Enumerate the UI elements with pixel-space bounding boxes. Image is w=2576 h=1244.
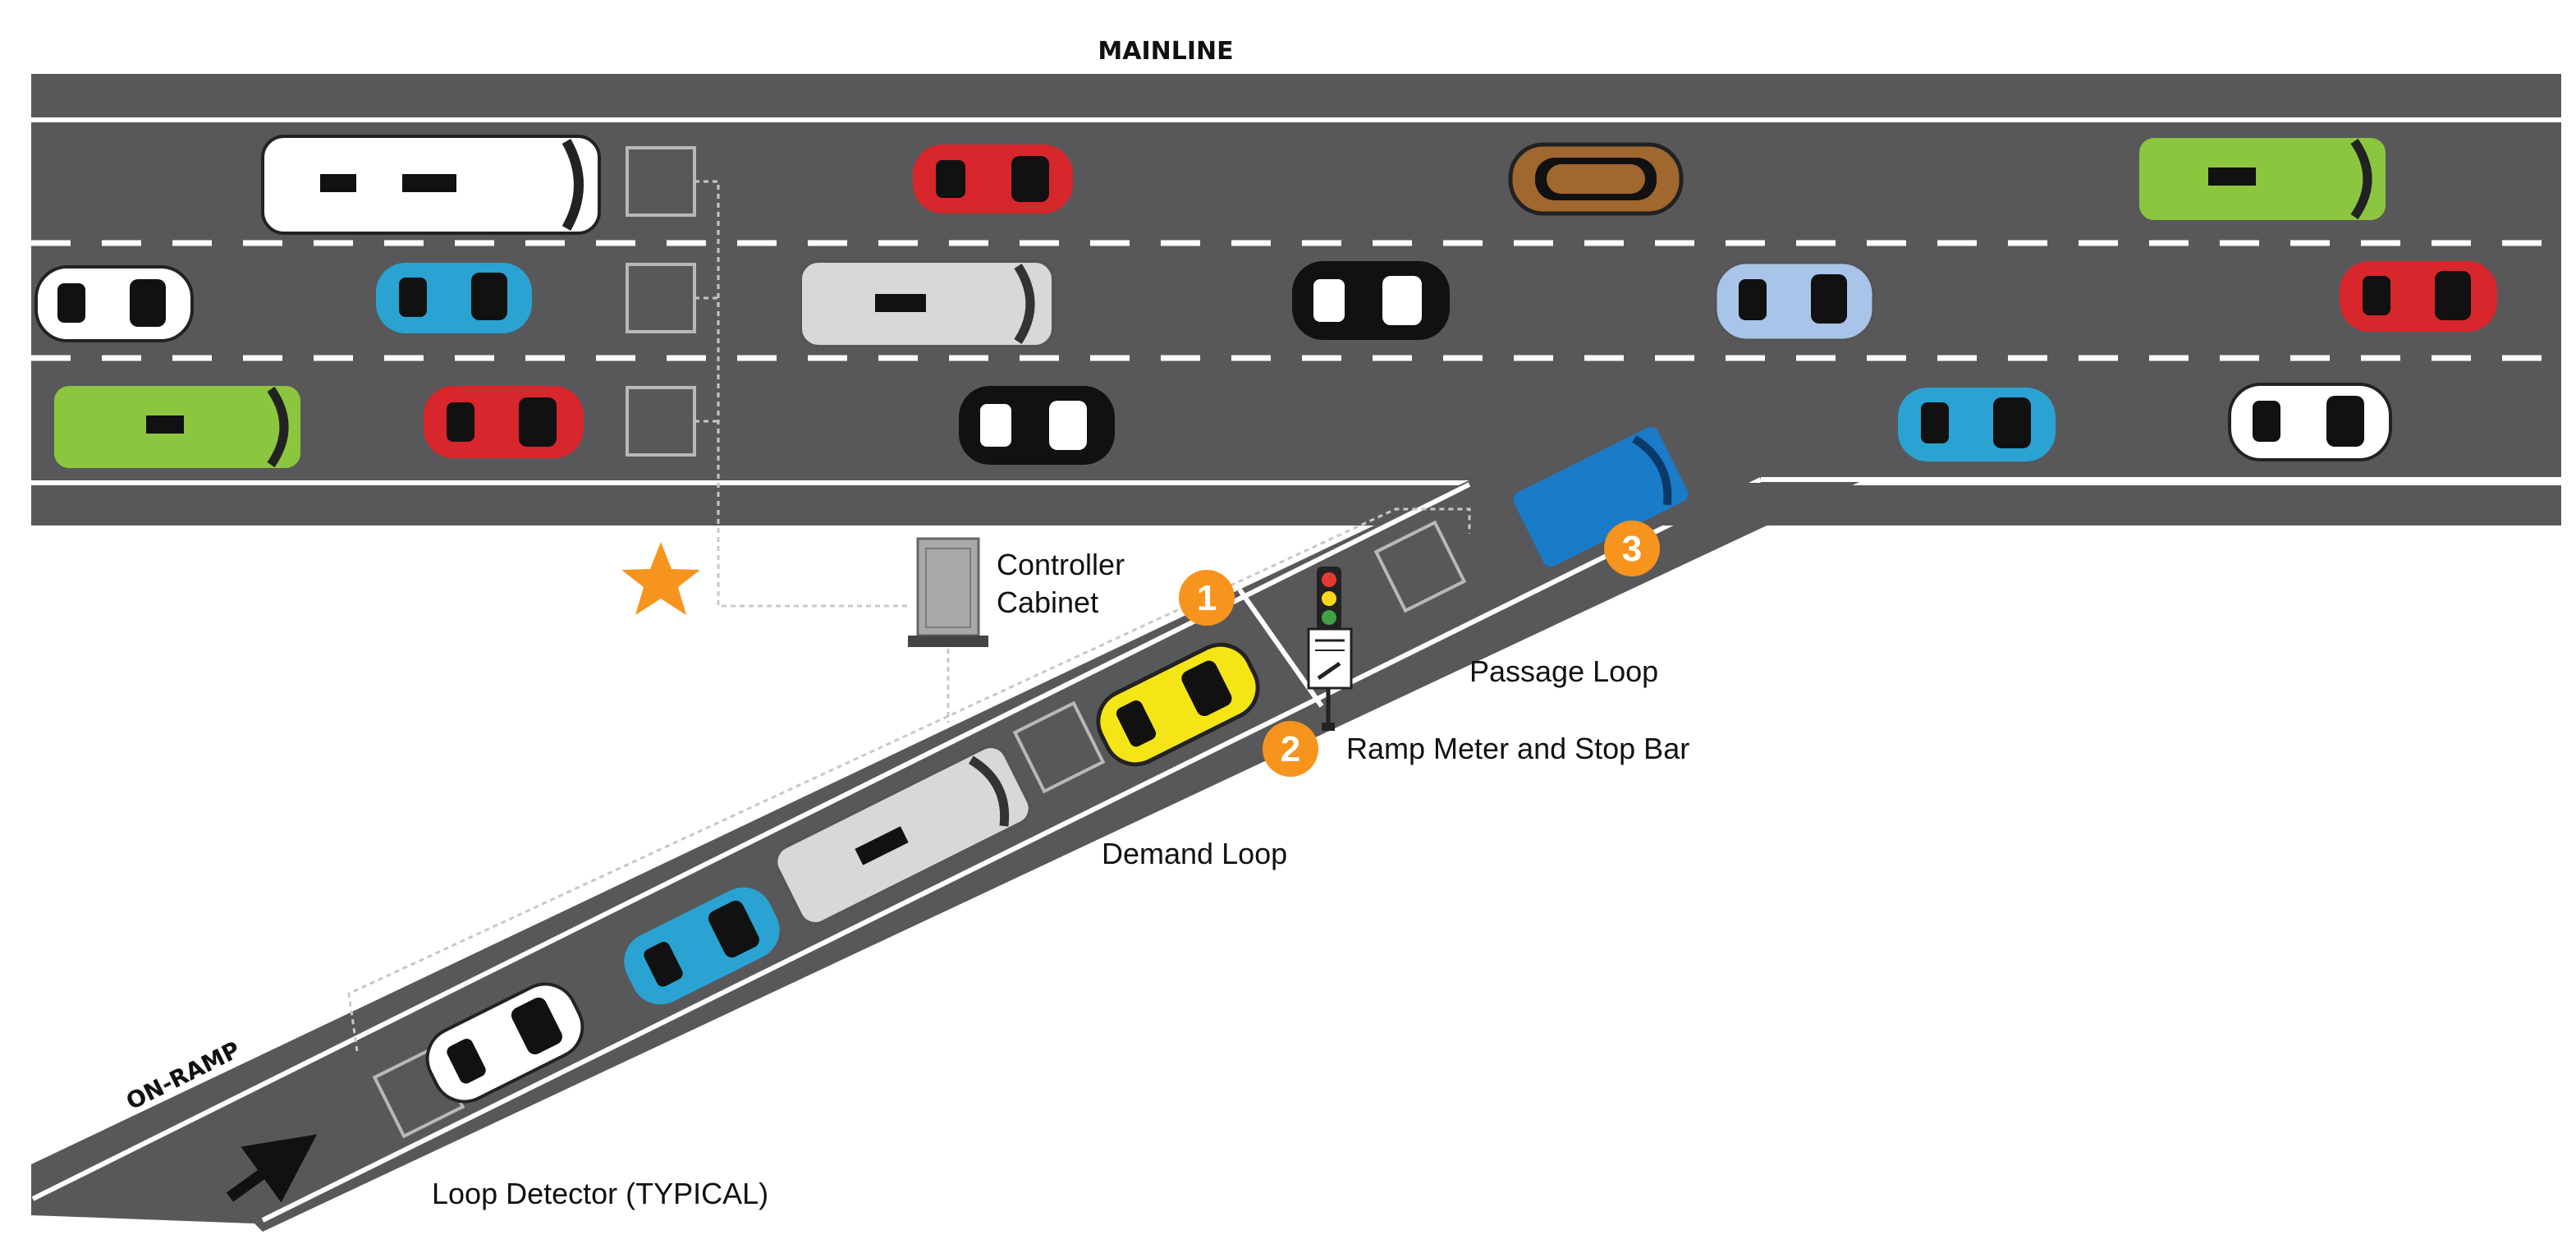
controller-cabinet-label-line2: Cabinet: [997, 585, 1098, 619]
vehicle-brown-van: [1508, 142, 1684, 216]
vehicle-grey-van: [774, 745, 1032, 925]
vehicle-cyan-car: [624, 887, 780, 1005]
on-ramp-road: [31, 476, 2561, 1232]
ramp-meter-label: Ramp Meter and Stop Bar: [1346, 732, 1689, 765]
vehicle-yellow-car: [1096, 642, 1260, 767]
svg-text:2: 2: [1281, 729, 1300, 769]
passage-loop-label: Passage Loop: [1469, 654, 1658, 688]
star-icon: [621, 542, 700, 615]
vehicle-white-car: [34, 265, 194, 342]
badge-3: 3: [1604, 521, 1660, 576]
vehicle-white-car: [425, 982, 584, 1104]
vehicle-cyan-car: [1898, 388, 2056, 461]
demand-loop: [1012, 700, 1106, 794]
vehicle-lightblue-car: [1714, 261, 1875, 342]
demand-loop-label: Demand Loop: [1102, 837, 1287, 870]
controller-cabinet-label-line1: Controller: [997, 548, 1125, 581]
vehicle-green-bus: [54, 386, 300, 468]
vehicle-cyan-car: [376, 263, 532, 333]
badge-1: 1: [1179, 570, 1235, 626]
detector-wiring: [347, 180, 1471, 1052]
controller-cabinet-icon: [908, 537, 988, 647]
svg-text:3: 3: [1622, 529, 1642, 569]
vehicle-red-car: [424, 386, 584, 458]
loop-detector-label: Loop Detector (TYPICAL): [432, 1177, 768, 1210]
badge-2: 2: [1263, 721, 1318, 777]
vehicle-red-car: [2340, 261, 2497, 332]
vehicle-green-bus: [2139, 138, 2386, 220]
svg-text:1: 1: [1197, 578, 1217, 618]
vehicle-grey-van: [799, 259, 1055, 348]
stop-here-sign-icon: [1307, 627, 1353, 731]
mainline-label: MAINLINE: [1098, 37, 1233, 66]
direction-arrow-icon: [226, 1134, 318, 1203]
vehicle-blue-truck: [1513, 426, 1689, 567]
vehicle-black-car: [1292, 261, 1450, 340]
vehicle-black-car: [959, 386, 1115, 465]
passage-loop: [1373, 520, 1467, 613]
vehicle-white-bus: [261, 135, 601, 235]
traffic-signal-icon: [1317, 567, 1341, 631]
vehicle-red-car: [913, 145, 1073, 213]
vehicle-white-car: [2228, 383, 2392, 461]
